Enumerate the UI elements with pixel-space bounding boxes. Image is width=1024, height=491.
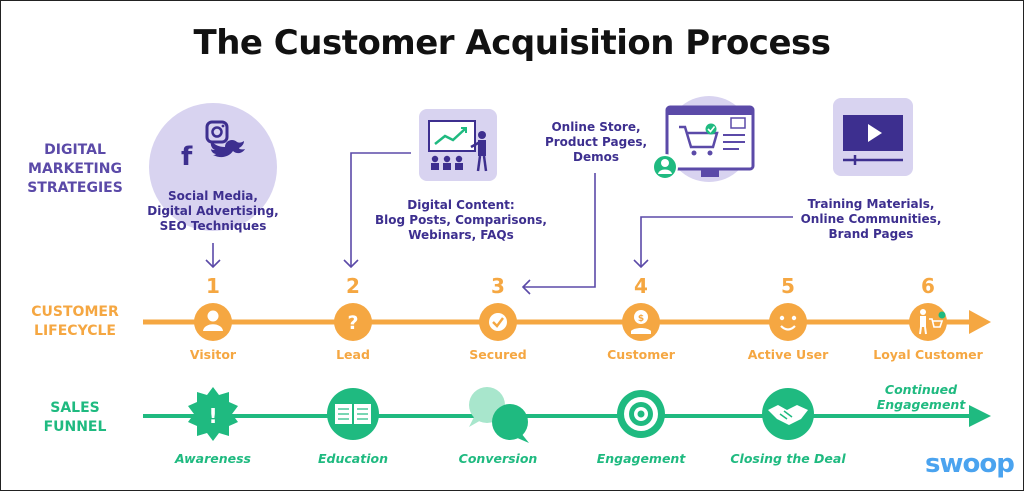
alert-badge-icon: ! <box>188 387 238 441</box>
stage-label-secured: Secured <box>469 347 527 362</box>
step-number-3: 3 <box>491 274 505 298</box>
chat-bubbles-icon <box>469 387 529 443</box>
row-label-sales-funnel: SALES FUNNEL <box>43 400 107 435</box>
funnel-label-education: Education <box>318 451 388 466</box>
handshake-icon <box>762 388 814 440</box>
funnel-label-conversion: Conversion <box>458 451 538 466</box>
funnel-label-awareness: Awareness <box>175 451 251 466</box>
step-number-6: 6 <box>921 274 935 298</box>
step-number-2: 2 <box>346 274 360 298</box>
connector-strategy-3 <box>521 173 596 295</box>
svg-text:?: ? <box>347 312 358 334</box>
check-icon <box>479 303 517 341</box>
step-number-5: 5 <box>781 274 795 298</box>
svg-text:$: $ <box>638 314 644 324</box>
connector-strategy-2 <box>343 152 411 269</box>
stage-label-visitor: Visitor <box>189 347 237 362</box>
connector-strategy-1 <box>205 243 221 269</box>
strategy-2-text: Digital Content: Blog Posts, Comparisons… <box>375 198 547 242</box>
question-icon: ? <box>334 303 372 341</box>
page-title: The Customer Acquisition Process <box>193 23 832 63</box>
lifecycle-arrowhead <box>969 310 991 334</box>
strategy-4-text: Training Materials, Online Communities, … <box>800 197 942 241</box>
funnel-arrowhead <box>969 405 991 427</box>
person-icon <box>194 303 232 341</box>
connector-strategy-4 <box>633 216 793 269</box>
stage-label-lead: Lead <box>336 347 370 362</box>
stage-label-active-user: Active User <box>747 347 829 362</box>
presentation-icon <box>428 120 488 172</box>
money-bag-icon: $ <box>622 303 660 341</box>
video-play-icon <box>843 115 903 165</box>
strategy-1-text: Social Media, Digital Advertising, SEO T… <box>147 189 279 233</box>
row-label-digital-marketing: DIGITAL MARKETING STRATEGIES <box>27 142 123 196</box>
twitter-icon <box>210 139 245 158</box>
swoop-logo: swoop <box>925 449 1015 479</box>
target-icon <box>617 390 665 438</box>
funnel-label-closing-the-deal: Closing the Deal <box>730 451 846 466</box>
step-number-1: 1 <box>206 274 220 298</box>
shopper-cart-icon <box>909 303 947 341</box>
continued-engagement-label: Continued Engagement <box>876 382 966 412</box>
funnel-label-engagement: Engagement <box>596 451 686 466</box>
facebook-icon: f <box>181 142 193 172</box>
svg-text:!: ! <box>208 404 217 428</box>
step-number-4: 4 <box>634 274 648 298</box>
social-media-circle <box>149 103 277 231</box>
instagram-icon <box>205 120 229 144</box>
row-label-customer-lifecycle: CUSTOMER LIFECYCLE <box>31 304 119 339</box>
strategy-3-text: Online Store, Product Pages, Demos <box>544 120 648 164</box>
smiley-icon <box>769 303 807 341</box>
open-book-icon <box>327 388 379 440</box>
social-media-icon: f <box>181 120 245 172</box>
stage-label-customer: Customer <box>607 347 675 362</box>
online-store-icon <box>652 105 755 180</box>
stage-label-loyal-customer: Loyal Customer <box>873 347 983 362</box>
